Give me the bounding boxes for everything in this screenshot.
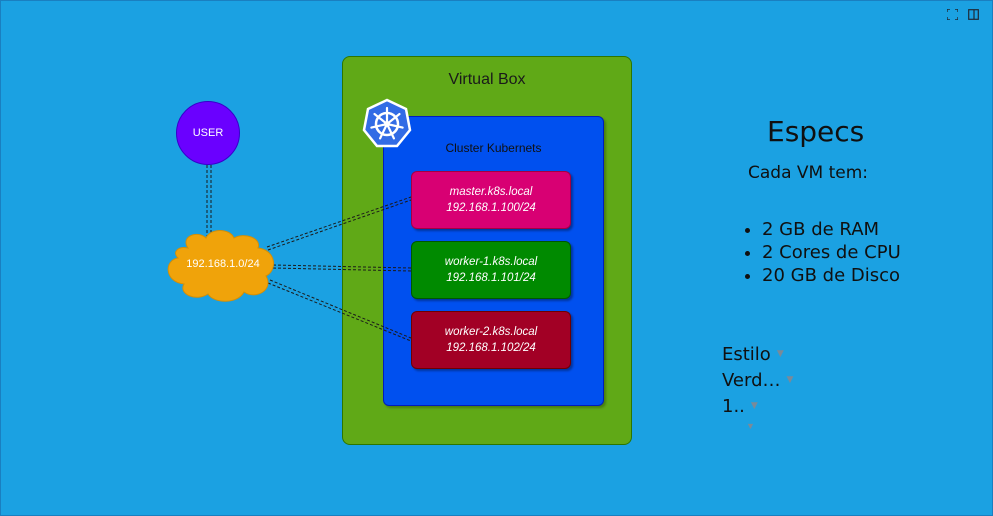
worker-1-node[interactable]: worker-1.k8s.local 192.168.1.101/24 <box>411 241 571 299</box>
worker-2-node-name: worker-2.k8s.local <box>444 326 538 338</box>
style-select-verd-label: Verd… <box>722 369 781 391</box>
specs-title: Especs <box>767 115 865 148</box>
top-toolbar <box>946 8 979 21</box>
virtualbox-label: Virtual Box <box>448 71 526 88</box>
style-select-size-label: 1.. <box>722 395 745 417</box>
cluster-label: Cluster Kubernets <box>445 141 542 155</box>
style-select-verd[interactable]: Verd… ▼ <box>722 367 793 393</box>
user-node[interactable]: USER <box>176 101 240 165</box>
master-node[interactable]: master.k8s.local 192.168.1.100/24 <box>411 171 571 229</box>
specs-subtitle: Cada VM tem: <box>748 163 869 183</box>
network-cloud-icon[interactable] <box>167 230 274 302</box>
specs-list: 2 GB de RAM 2 Cores de CPU 20 GB de Disc… <box>740 218 901 287</box>
chevron-down-icon[interactable]: ▼ <box>786 375 794 385</box>
kubernetes-icon[interactable] <box>362 98 412 148</box>
style-select-size[interactable]: 1.. ▼ <box>722 393 793 419</box>
master-node-name: master.k8s.local <box>449 186 533 198</box>
specs-item-ram: 2 GB de RAM <box>762 218 901 241</box>
specs-item-cpu: 2 Cores de CPU <box>762 241 901 264</box>
worker-2-node-ip: 192.168.1.102/24 <box>446 342 536 354</box>
master-node-ip: 192.168.1.100/24 <box>446 202 536 214</box>
chevron-down-icon[interactable]: ▼ <box>776 349 784 359</box>
panel-toggle-icon[interactable] <box>968 9 979 20</box>
worker-1-node-ip: 192.168.1.101/24 <box>446 272 536 284</box>
chevron-down-icon[interactable]: ▼ <box>746 421 755 431</box>
network-label: 192.168.1.0/24 <box>186 258 260 270</box>
style-controls: Estilo ▼ Verd… ▼ 1.. ▼ <box>722 341 793 419</box>
worker-2-node[interactable]: worker-2.k8s.local 192.168.1.102/24 <box>411 311 571 369</box>
chevron-down-icon[interactable]: ▼ <box>750 401 758 411</box>
style-select-estilo-label: Estilo <box>722 343 771 365</box>
specs-item-disk: 20 GB de Disco <box>762 264 901 287</box>
worker-1-node-name: worker-1.k8s.local <box>444 256 538 268</box>
user-label: USER <box>192 127 224 139</box>
style-select-estilo[interactable]: Estilo ▼ <box>722 341 793 367</box>
